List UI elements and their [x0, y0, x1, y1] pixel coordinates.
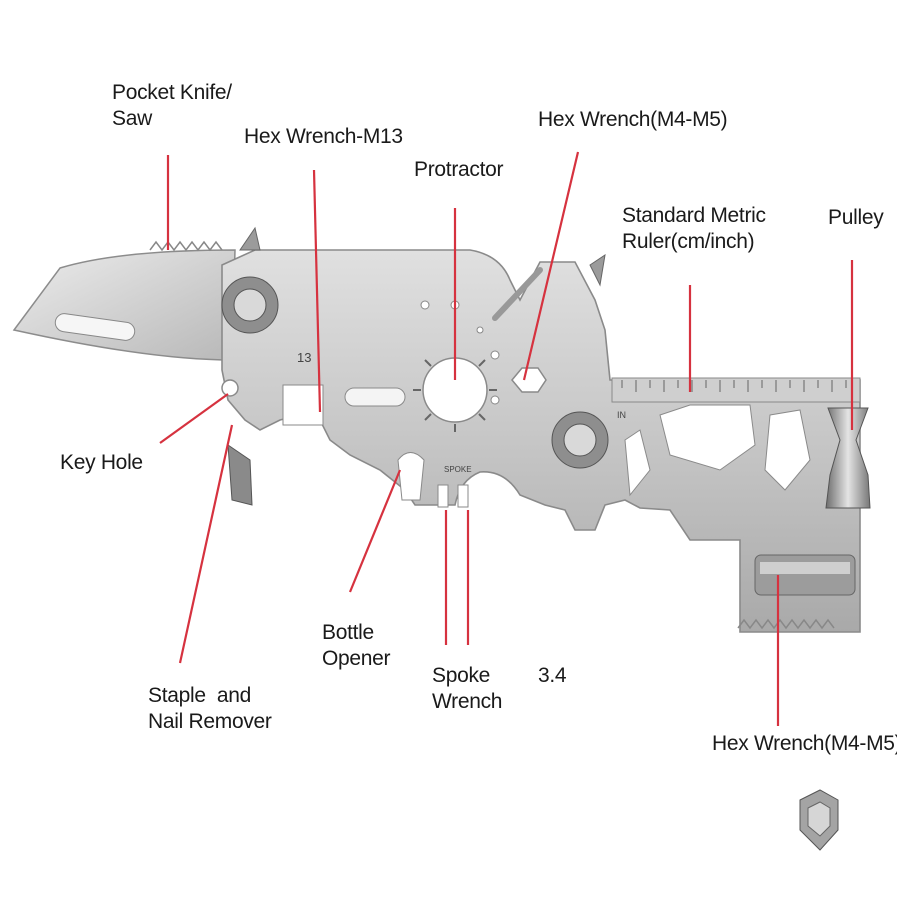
leader-lines [159, 151, 854, 726]
label-key-hole: Key Hole [60, 451, 143, 474]
bolt-right [551, 411, 609, 469]
label-ruler-line2: Ruler(cm/inch) [622, 230, 755, 253]
knife-blade [12, 240, 236, 361]
hex-bit [799, 789, 839, 851]
spoke-marking: SPOKE [444, 465, 472, 474]
label-spoke-wrench-line2: Wrench [432, 690, 503, 713]
pulley [825, 407, 871, 509]
label-bottle-opener: Bottle Opener [322, 620, 391, 672]
label-pocket-knife: Pocket Knife/ Saw [112, 80, 232, 132]
leader-hex-m4-top [522, 151, 580, 381]
label-spoke-wrench: Spoke Wrench [432, 663, 502, 715]
label-pulley: Pulley [828, 206, 884, 229]
label-ruler-line1: Standard Metric [622, 204, 766, 227]
label-hex-wrench-top: Hex Wrench(M4-M5) [538, 108, 728, 131]
label-pocket-knife-line1: Pocket Knife/ [112, 81, 232, 104]
label-stray-text: 3.4 [538, 664, 567, 687]
label-spoke-wrench-line1: Spoke [432, 664, 491, 687]
label-staple-remover: Staple and Nail Remover [148, 683, 272, 735]
leader-key-hole [159, 393, 229, 444]
label-staple-remover-line1: Staple and [148, 684, 251, 707]
label-pocket-knife-line2: Saw [112, 107, 152, 130]
label-bottle-opener-line2: Opener [322, 647, 391, 670]
bolt-left [221, 276, 279, 334]
label-staple-remover-line2: Nail Remover [148, 710, 272, 733]
leader-bottle-opener [348, 469, 402, 593]
label-protractor: Protractor [414, 158, 504, 181]
size-13-marking: 13 [297, 350, 311, 365]
label-ruler: Standard Metric Ruler(cm/inch) [622, 203, 766, 255]
inch-marking: IN [617, 410, 626, 420]
label-bottle-opener-line1: Bottle [322, 621, 374, 644]
leader-hex-m13 [312, 169, 322, 413]
leader-staple [178, 424, 234, 664]
label-hex-wrench-bottom: Hex Wrench(M4-M5) [712, 732, 897, 755]
tool-body [221, 226, 861, 633]
label-hex-wrench-m13: Hex Wrench-M13 [244, 125, 403, 148]
